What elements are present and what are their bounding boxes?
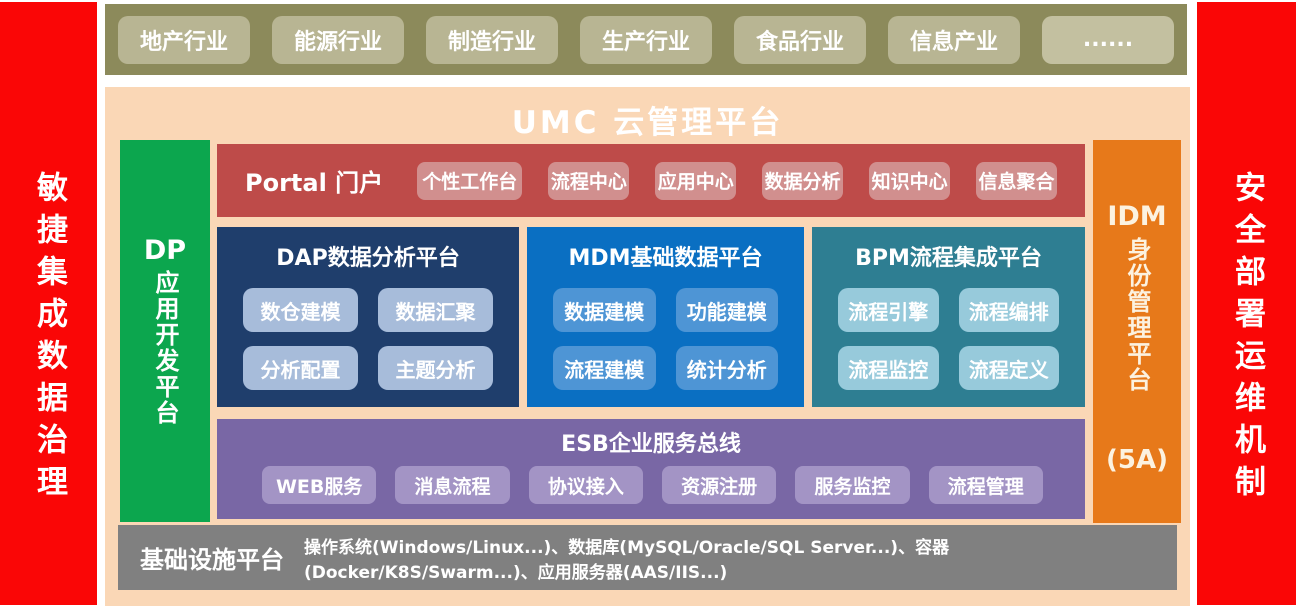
bpm-module-process-orchestration: 流程编排 bbox=[958, 288, 1059, 332]
portal-item-app-center: 应用中心 bbox=[655, 161, 737, 200]
right-banner-text: 安全部署运维机制 bbox=[1229, 170, 1265, 507]
idm-bar-suffix: (5A) bbox=[1106, 444, 1168, 475]
esb-module-service-monitoring: 服务监控 bbox=[795, 466, 910, 504]
portal-item-process-center: 流程中心 bbox=[548, 161, 630, 200]
bpm-module-process-monitoring: 流程监控 bbox=[838, 346, 939, 390]
idm-identity-platform-bar: IDM 身份管理平台 (5A) bbox=[1093, 140, 1181, 523]
dp-bar-text: 应用开发平台 bbox=[151, 270, 179, 427]
idm-bar-prefix: IDM bbox=[1107, 201, 1167, 232]
industry-item-energy: 能源行业 bbox=[272, 15, 404, 64]
industry-item-manufacturing: 制造行业 bbox=[426, 15, 558, 64]
mdm-platform-title: MDM基础数据平台 bbox=[568, 246, 763, 271]
mdm-module-statistics-analysis: 统计分析 bbox=[675, 346, 778, 390]
portal-section: Portal 门户 个性工作台 流程中心 应用中心 数据分析 知识中心 信息聚合 bbox=[217, 144, 1085, 217]
left-banner: 敏捷集成数据治理 bbox=[0, 2, 97, 605]
dp-app-dev-platform-bar: DP 应用开发平台 bbox=[120, 140, 210, 522]
platform-title: UMC 云管理平台 bbox=[511, 105, 784, 141]
left-banner-text: 敏捷集成数据治理 bbox=[31, 170, 67, 507]
infrastructure-bar: 基础设施平台 操作系统(Windows/Linux...)、数据库(MySQL/… bbox=[118, 525, 1177, 590]
portal-item-data-analysis: 数据分析 bbox=[762, 161, 844, 200]
mdm-module-process-modeling: 流程建模 bbox=[553, 346, 656, 390]
esb-module-process-management: 流程管理 bbox=[928, 466, 1043, 504]
dap-module-analysis-config: 分析配置 bbox=[243, 346, 358, 390]
bpm-module-process-engine: 流程引擎 bbox=[838, 288, 939, 332]
umc-platform-panel: UMC 云管理平台 DP 应用开发平台 IDM 身份管理平台 (5A) Port… bbox=[105, 87, 1190, 606]
mdm-module-grid: 数据建模 功能建模 流程建模 统计分析 bbox=[527, 272, 804, 390]
portal-item-info-aggregation: 信息聚合 bbox=[976, 161, 1057, 200]
bpm-module-grid: 流程引擎 流程编排 流程监控 流程定义 bbox=[812, 272, 1085, 390]
esb-title: ESB企业服务总线 bbox=[561, 432, 741, 457]
bpm-platform-block: BPM流程集成平台 流程引擎 流程编排 流程监控 流程定义 bbox=[812, 227, 1085, 407]
esb-module-resource-registration: 资源注册 bbox=[661, 466, 777, 504]
esb-section: ESB企业服务总线 WEB服务 消息流程 协议接入 资源注册 服务监控 流程管理 bbox=[217, 419, 1085, 519]
esb-module-protocol-access: 协议接入 bbox=[528, 466, 643, 504]
dap-module-grid: 数仓建模 数据汇聚 分析配置 主题分析 bbox=[217, 272, 519, 390]
dp-bar-prefix: DP bbox=[143, 234, 187, 266]
dap-module-topic-analysis: 主题分析 bbox=[378, 346, 493, 390]
industry-item-information: 信息产业 bbox=[888, 15, 1020, 64]
mdm-module-function-modeling: 功能建模 bbox=[675, 288, 778, 332]
dap-platform-block: DAP数据分析平台 数仓建模 数据汇聚 分析配置 主题分析 bbox=[217, 227, 519, 407]
platform-columns: DAP数据分析平台 数仓建模 数据汇聚 分析配置 主题分析 MDM基础数据平台 … bbox=[217, 227, 1085, 407]
dap-module-data-aggregation: 数据汇聚 bbox=[378, 288, 493, 332]
industry-bar: 地产行业 能源行业 制造行业 生产行业 食品行业 信息产业 ...... bbox=[105, 4, 1187, 75]
esb-module-web-service: WEB服务 bbox=[262, 466, 377, 504]
mdm-module-data-modeling: 数据建模 bbox=[553, 288, 656, 332]
infrastructure-detail: 操作系统(Windows/Linux...)、数据库(MySQL/Oracle/… bbox=[304, 537, 950, 583]
right-banner: 安全部署运维机制 bbox=[1197, 2, 1296, 605]
bpm-platform-title: BPM流程集成平台 bbox=[855, 246, 1042, 271]
dap-module-warehouse-modeling: 数仓建模 bbox=[243, 288, 358, 332]
infrastructure-title: 基础设施平台 bbox=[140, 546, 284, 574]
portal-item-workbench: 个性工作台 bbox=[417, 161, 523, 200]
esb-module-row: WEB服务 消息流程 协议接入 资源注册 服务监控 流程管理 bbox=[217, 458, 1085, 504]
mdm-platform-block: MDM基础数据平台 数据建模 功能建模 流程建模 统计分析 bbox=[527, 227, 804, 407]
industry-item-more: ...... bbox=[1042, 15, 1174, 64]
portal-item-knowledge-center: 知识中心 bbox=[869, 161, 951, 200]
industry-item-realestate: 地产行业 bbox=[118, 15, 250, 64]
industry-item-production: 生产行业 bbox=[580, 15, 712, 64]
industry-item-food: 食品行业 bbox=[734, 15, 866, 64]
esb-module-message-flow: 消息流程 bbox=[395, 466, 510, 504]
idm-bar-text: 身份管理平台 bbox=[1123, 236, 1151, 393]
dap-platform-title: DAP数据分析平台 bbox=[276, 246, 460, 271]
bpm-module-process-definition: 流程定义 bbox=[958, 346, 1059, 390]
portal-label: Portal 门户 bbox=[245, 169, 384, 197]
